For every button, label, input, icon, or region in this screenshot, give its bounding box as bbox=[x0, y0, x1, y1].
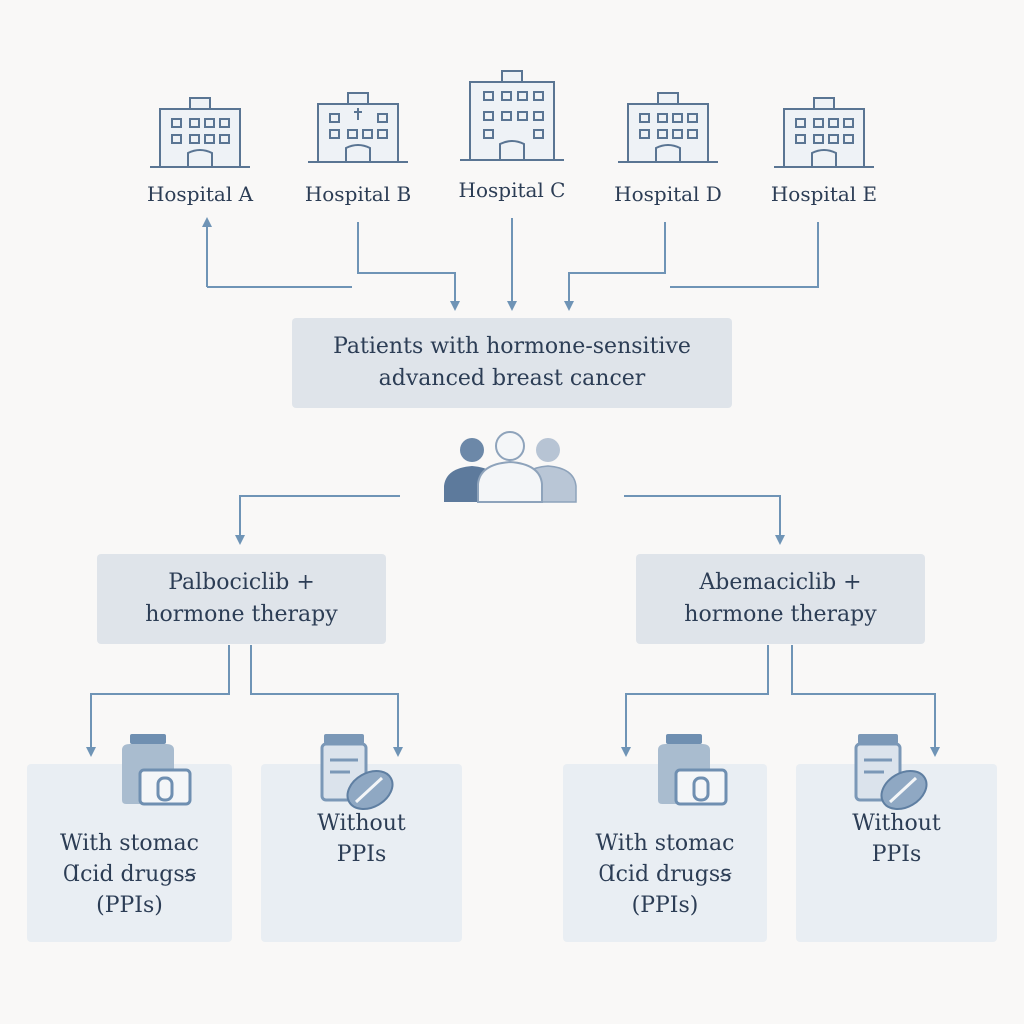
group-line-3: (PPIs) bbox=[96, 892, 163, 918]
hospital-c-label: Hospital C bbox=[458, 178, 566, 202]
connector-arm-right bbox=[624, 495, 785, 545]
connector-hospital-d bbox=[564, 222, 666, 311]
hospital-a-label: Hospital A bbox=[146, 182, 254, 206]
group-line-2: PPIs bbox=[871, 842, 922, 867]
group-line-2: Ɑcid drugsꞩ bbox=[62, 861, 197, 887]
hospital-b-label: Hospital B bbox=[304, 182, 412, 206]
connector-hospital-b bbox=[357, 222, 460, 311]
group-line-2: Ɑcid drugsꞩ bbox=[598, 861, 732, 887]
medicine-jar-icon bbox=[658, 734, 728, 806]
group-line-1: Without bbox=[852, 811, 941, 836]
arm-line-1: Abemaciclib + bbox=[699, 570, 862, 595]
hospital-d bbox=[618, 90, 718, 166]
group-without-ppi-right: Without PPIs bbox=[796, 764, 997, 942]
connector-left-without bbox=[250, 645, 403, 757]
hospital-building-icon bbox=[460, 70, 564, 161]
pill-bottle-icon bbox=[854, 734, 928, 810]
hospital-building-icon bbox=[150, 97, 250, 168]
pill-bottle-icon bbox=[320, 734, 394, 810]
connector-arm-left bbox=[235, 495, 400, 545]
arm-palbociclib-box: Palbociclib + hormone therapy bbox=[97, 554, 386, 644]
arm-line-2: hormone therapy bbox=[145, 602, 338, 627]
hospital-building-icon bbox=[308, 92, 408, 163]
hospital-a bbox=[150, 95, 250, 171]
patient-group-icon bbox=[444, 431, 577, 503]
hospital-d-label: Hospital D bbox=[614, 182, 722, 206]
hospital-c bbox=[460, 68, 564, 164]
arm-line-1: Palbociclib + bbox=[168, 570, 315, 595]
connector-left-with bbox=[86, 645, 230, 757]
group-line-1: With stomac bbox=[60, 830, 199, 856]
medicine-jar-icon bbox=[122, 734, 192, 806]
hospital-building-icon bbox=[774, 97, 874, 168]
hospital-e-label: Hospital E bbox=[770, 182, 878, 206]
connector-hospital-e bbox=[670, 222, 819, 288]
arm-line-2: hormone therapy bbox=[684, 602, 877, 627]
group-line-1: With stomac bbox=[595, 830, 735, 856]
hospital-building-icon bbox=[618, 92, 718, 163]
arm-abemaciclib-box: Abemaciclib + hormone therapy bbox=[636, 554, 925, 644]
population-box: Patients with hormone-sensitive advanced… bbox=[292, 318, 732, 408]
group-line-2: PPIs bbox=[336, 842, 387, 867]
hospital-b bbox=[308, 90, 408, 166]
population-line-1: Patients with hormone-sensitive bbox=[333, 334, 691, 359]
group-line-3: (PPIs) bbox=[631, 892, 699, 918]
population-line-2: advanced breast cancer bbox=[378, 366, 646, 391]
connector-right-with bbox=[621, 645, 769, 757]
hospital-e bbox=[774, 95, 874, 171]
group-with-ppi-right: With stomac Ɑcid drugsꞩ (PPIs) bbox=[563, 764, 767, 942]
group-line-1: Without bbox=[317, 811, 406, 836]
connector-right-without bbox=[791, 645, 940, 757]
